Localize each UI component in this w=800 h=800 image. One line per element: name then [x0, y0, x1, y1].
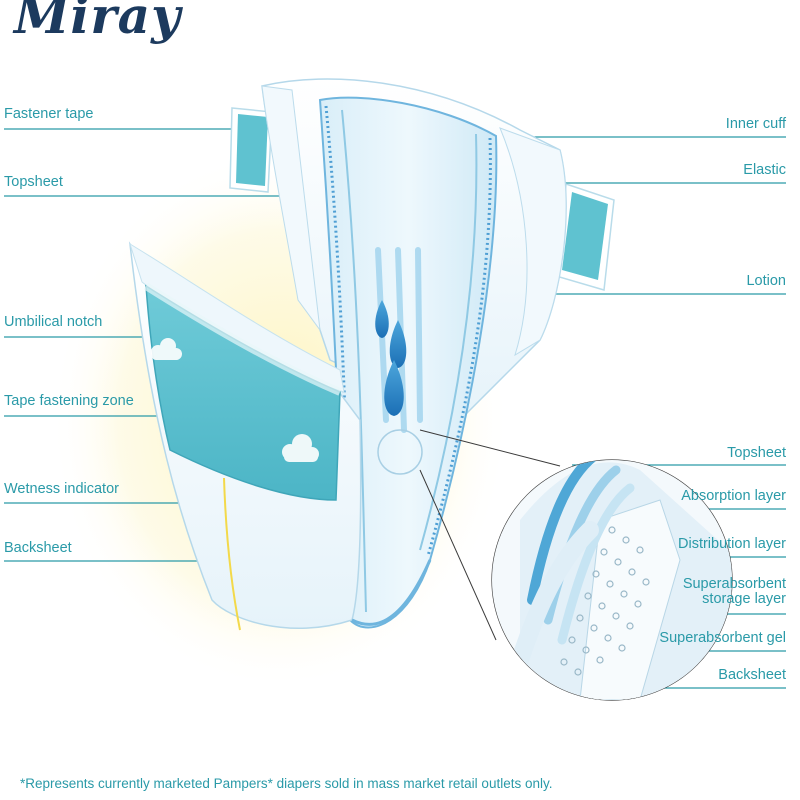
label-topsheet: Topsheet: [4, 174, 63, 190]
label-fastener-tape: Fastener tape: [4, 106, 94, 122]
label-distribution-layer: Distribution layer: [678, 536, 786, 552]
label-umbilical-notch: Umbilical notch: [4, 314, 103, 330]
footnote: *Represents currently marketed Pampers* …: [20, 776, 553, 791]
label-inner-cuff: Inner cuff: [725, 116, 786, 132]
layer-detail-circle: [491, 459, 733, 701]
label-backsheet: Backsheet: [4, 540, 72, 556]
label-elastic: Elastic: [743, 162, 786, 178]
label-detail-topsheet: Topsheet: [727, 445, 786, 461]
label-lotion: Lotion: [746, 273, 786, 289]
label-superabsorbent-gel: Superabsorbent gel: [659, 630, 786, 646]
brand-logo: Miray: [14, 0, 182, 45]
zoom-connectors: [419, 429, 561, 641]
label-tape-fastening-zone: Tape fastening zone: [4, 393, 134, 409]
label-absorption-layer: Absorption layer: [681, 488, 786, 504]
label-detail-backsheet: Backsheet: [718, 667, 786, 683]
label-wetness-indicator: Wetness indicator: [4, 481, 119, 497]
label-superabsorbent-storage-layer: Superabsorbent storage layer: [682, 576, 786, 608]
